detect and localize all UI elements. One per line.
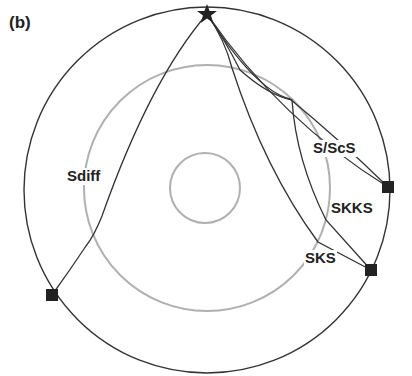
receiver-square — [382, 181, 394, 193]
ray-label: Sdiff — [66, 168, 101, 185]
ray-label: S/ScS — [312, 140, 357, 157]
earth-surface — [24, 7, 390, 373]
sdiff-ray — [52, 14, 207, 295]
sks-ray — [207, 14, 371, 270]
ray-label: SKKS — [330, 200, 374, 217]
skks-ray — [207, 14, 371, 270]
scs-ray — [207, 14, 388, 187]
s-ray — [207, 14, 388, 187]
ray-label: SKS — [304, 250, 337, 267]
source-star — [197, 4, 217, 23]
panel-letter: (b) — [8, 14, 32, 33]
inner-core-boundary — [170, 153, 240, 223]
receiver-square — [46, 289, 58, 301]
receiver-square — [365, 264, 377, 276]
